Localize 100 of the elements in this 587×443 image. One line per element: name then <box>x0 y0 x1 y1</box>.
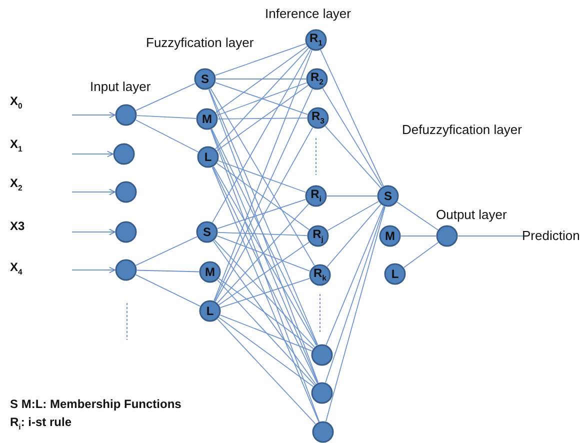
neuron-label: L <box>391 268 399 280</box>
connection-line <box>324 126 382 188</box>
connection-line <box>135 120 199 152</box>
rule-neuron <box>307 225 329 247</box>
output-text: Prediction <box>522 227 580 245</box>
connection-line <box>216 84 308 152</box>
layer-title: Fuzzyfication layer <box>146 35 254 50</box>
input-arrow <box>72 266 116 274</box>
rule-neuron <box>312 421 334 443</box>
connection-line <box>325 206 385 384</box>
neuron-label: M <box>205 266 215 278</box>
connection-line <box>136 115 196 119</box>
connection-line <box>218 242 310 306</box>
connection-line <box>212 166 318 384</box>
input-neuron <box>113 143 135 165</box>
connection-line <box>218 317 314 387</box>
connection-line <box>325 206 386 422</box>
connection-line <box>213 166 317 346</box>
connection-line <box>212 49 312 223</box>
connection-line <box>215 46 308 113</box>
rule-neuron <box>311 382 333 404</box>
connection-line <box>214 88 313 302</box>
layer-title: Input layer <box>90 79 151 94</box>
connection-line <box>217 204 309 304</box>
output-neuron <box>436 225 458 247</box>
input-neuron <box>115 104 137 126</box>
rule-neuron <box>311 344 333 366</box>
input-neuron <box>115 221 137 243</box>
input-variable: X$_{1}$ <box>10 137 22 154</box>
connection-line <box>322 88 383 188</box>
connection-line <box>217 280 315 386</box>
connection-line <box>216 162 310 230</box>
membership-neuron <box>199 300 221 322</box>
connection-line <box>326 206 384 346</box>
neuron-label: S <box>384 190 392 202</box>
rule-neuron <box>309 264 331 286</box>
connection-line <box>214 127 314 302</box>
layer-title: Inference layer <box>265 6 351 21</box>
connection-line <box>220 314 312 352</box>
input-neuron <box>115 181 137 203</box>
connection-line <box>135 274 201 307</box>
defuzzification-neuron <box>379 225 401 247</box>
connection-line <box>218 118 308 120</box>
connection-line <box>215 48 309 150</box>
connection-line <box>211 128 318 346</box>
connection-line <box>326 204 382 268</box>
input-arrow <box>72 112 116 118</box>
connection-line <box>210 88 315 266</box>
connection-line <box>214 240 315 348</box>
rule-neuron <box>307 107 329 129</box>
connection-line <box>136 236 198 266</box>
connection-line <box>327 201 379 231</box>
rule-neuron <box>305 185 327 207</box>
neuron-label: L <box>204 151 212 163</box>
connection-line <box>403 242 439 268</box>
input-neuron <box>115 259 137 281</box>
neuron-label: S <box>202 226 211 238</box>
legend-note: S M:L: Membership Functions <box>10 397 182 411</box>
layer-title: Defuzzyfication layer <box>402 122 522 137</box>
neuron-label: S <box>200 73 209 85</box>
neuron-label: M <box>385 230 395 242</box>
neuron-label: R$_{1}$ <box>309 32 322 48</box>
connection-line <box>218 232 308 236</box>
neuron-label: M <box>202 113 212 125</box>
legend-note: R$_{i}$: i-st rule <box>10 415 72 432</box>
membership-neuron <box>197 146 219 168</box>
connection-line <box>396 202 438 230</box>
connection-line <box>220 278 310 308</box>
rule-neuron <box>305 29 327 51</box>
connection-line <box>320 50 384 186</box>
connection-line <box>217 318 316 424</box>
input-arrow <box>72 188 116 196</box>
neuron-label: R$_{i}$ <box>310 188 322 204</box>
connection-line <box>214 50 312 302</box>
connection-line <box>218 160 306 193</box>
rule-neuron <box>306 68 328 90</box>
input-arrow <box>72 150 114 158</box>
connection-line <box>218 278 314 349</box>
membership-neuron <box>194 68 216 90</box>
connection-line <box>216 235 310 272</box>
membership-neuron <box>196 221 218 243</box>
neuron-label: R$_{3}$ <box>311 110 324 126</box>
membership-neuron <box>196 108 218 130</box>
connection-line <box>212 240 316 384</box>
input-variable: X$_{2}$ <box>10 176 22 192</box>
neuron-label: L <box>206 305 214 317</box>
neuron-label: R$_{j}$ <box>312 228 324 244</box>
connection-line <box>217 199 306 229</box>
input-arrow <box>72 228 116 236</box>
membership-neuron <box>199 261 221 283</box>
neuron-label: R$_{2}$ <box>310 71 324 87</box>
input-variable: X$_{0}$ <box>10 94 22 110</box>
defuzzification-neuron <box>377 185 399 207</box>
neuron-label: R$_{k}$ <box>313 267 326 283</box>
defuzzification-neuron <box>384 263 406 285</box>
connection-line <box>136 270 200 272</box>
layer-title: Output layer <box>436 207 507 222</box>
input-variable: X$_{4}$ <box>10 260 22 276</box>
input-variable: X3 <box>10 219 25 233</box>
connection-line <box>136 83 196 111</box>
